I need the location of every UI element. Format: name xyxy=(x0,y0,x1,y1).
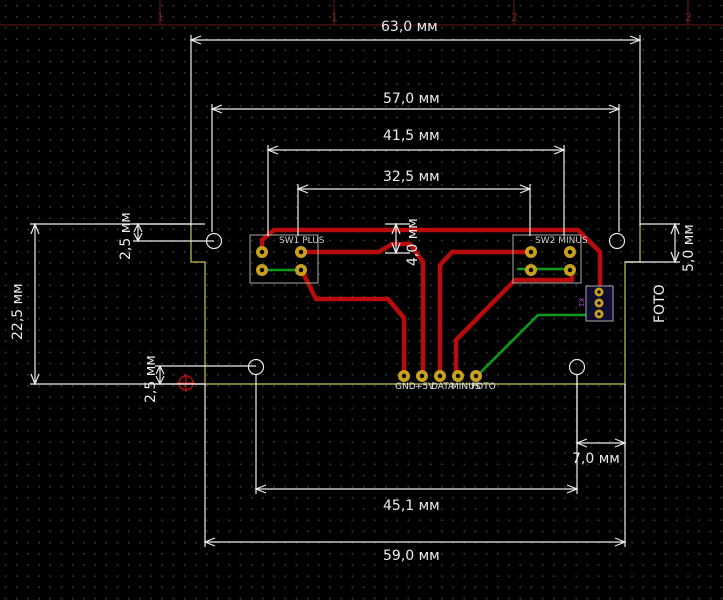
sheet-border: 1 1 2 2 xyxy=(0,0,723,26)
copper-trace-data[interactable] xyxy=(437,249,534,381)
mounting-hole[interactable] xyxy=(568,358,586,376)
foto-reference-label: K1 xyxy=(577,298,585,307)
connector-drill xyxy=(473,373,479,379)
sheet-zone-marker: 1 xyxy=(157,11,164,24)
dimension-32-5[interactable] xyxy=(296,184,532,236)
switch-sw1-footprint[interactable]: SW1 PLUS xyxy=(249,234,325,284)
switch-sw2-footprint[interactable]: SW2 MINUS xyxy=(512,234,588,284)
sw1-drill xyxy=(298,267,304,273)
dimension-label-7-0: 7,0 мм xyxy=(572,451,620,467)
connector-pin-label: +5V xyxy=(415,382,435,392)
connector-drill xyxy=(401,373,407,379)
mounting-hole[interactable] xyxy=(608,232,626,250)
dimension-45-1[interactable] xyxy=(254,375,579,494)
sw1-reference-label: SW1 PLUS xyxy=(279,236,325,246)
dimension-label-32-5: 32,5 мм xyxy=(383,169,440,185)
dimension-63[interactable] xyxy=(189,35,642,226)
dimension-2-5-bottom[interactable] xyxy=(155,364,256,386)
foto-drill xyxy=(597,301,601,305)
copper-trace-minus[interactable] xyxy=(453,267,575,381)
sw2-reference-label: SW2 MINUS xyxy=(535,236,588,246)
dimension-label-2-5-top: 2,5 мм xyxy=(118,212,134,260)
photo-sensor-footprint[interactable]: K1 FOTO xyxy=(577,284,668,323)
sw2-drill xyxy=(528,249,534,255)
sheet-zone-marker: 1 xyxy=(331,11,338,24)
dimension-59-0[interactable] xyxy=(203,384,627,547)
dimension-label-5-0: 5,0 мм xyxy=(681,224,697,272)
sheet-zone-marker: 2 xyxy=(511,11,518,24)
sw2-courtyard xyxy=(512,234,582,284)
dimension-layer xyxy=(30,35,680,547)
sw1-courtyard xyxy=(249,234,319,284)
origin-marker[interactable] xyxy=(177,374,195,392)
copper-trace-foto[interactable] xyxy=(473,313,600,380)
sw1-drill xyxy=(259,267,265,273)
sw2-drill xyxy=(528,267,534,273)
connector-pin-label: FOTO xyxy=(471,382,496,392)
dimension-label-2-5-bottom: 2,5 мм xyxy=(143,355,159,403)
dimension-4-0[interactable] xyxy=(385,222,410,255)
foto-drill xyxy=(597,290,601,294)
dimension-label-59-0: 59,0 мм xyxy=(383,548,440,564)
connector-pin-label: DATA xyxy=(431,382,455,392)
dimension-label-45-1: 45,1 мм xyxy=(383,498,440,514)
front-copper-traces xyxy=(259,227,603,381)
sheet-zone-marker: 2 xyxy=(685,11,692,24)
sw1-drill xyxy=(298,249,304,255)
dimension-41-5[interactable] xyxy=(266,145,566,236)
dimension-57[interactable] xyxy=(210,104,621,232)
connector-pin-label: MINUS xyxy=(451,382,481,392)
dimension-label-22-5: 22,5 мм xyxy=(10,283,26,340)
copper-trace-plus[interactable] xyxy=(298,266,407,381)
dimension-2-5-top[interactable] xyxy=(133,222,214,243)
sw2-drill xyxy=(567,267,573,273)
connector-header[interactable]: GND +5V DATA MINUS FOTO xyxy=(395,370,496,392)
foto-drill xyxy=(597,312,601,316)
sw2-drill xyxy=(567,249,573,255)
sw1-drill xyxy=(259,249,265,255)
connector-drill xyxy=(455,373,461,379)
connector-drill xyxy=(437,373,443,379)
back-copper-traces xyxy=(260,267,600,380)
foto-value-label: FOTO xyxy=(652,284,668,323)
dimension-label-57: 57,0 мм xyxy=(383,91,440,107)
dimension-label-41-5: 41,5 мм xyxy=(383,128,440,144)
dimension-7-0[interactable] xyxy=(575,375,627,448)
dimension-label-63: 63,0 мм xyxy=(381,19,438,35)
copper-trace-5v[interactable] xyxy=(294,241,426,381)
dimension-labels: 63,0 мм 57,0 мм 41,5 мм 32,5 мм 2,5 мм 4… xyxy=(10,19,697,564)
dimension-5-0[interactable] xyxy=(625,222,680,264)
connector-drill xyxy=(419,373,425,379)
connector-pin-label: GND xyxy=(395,382,416,392)
mounting-hole[interactable] xyxy=(247,358,265,376)
dimension-label-4-0: 4,0 мм xyxy=(405,218,421,266)
copper-trace-gnd[interactable] xyxy=(259,227,603,299)
